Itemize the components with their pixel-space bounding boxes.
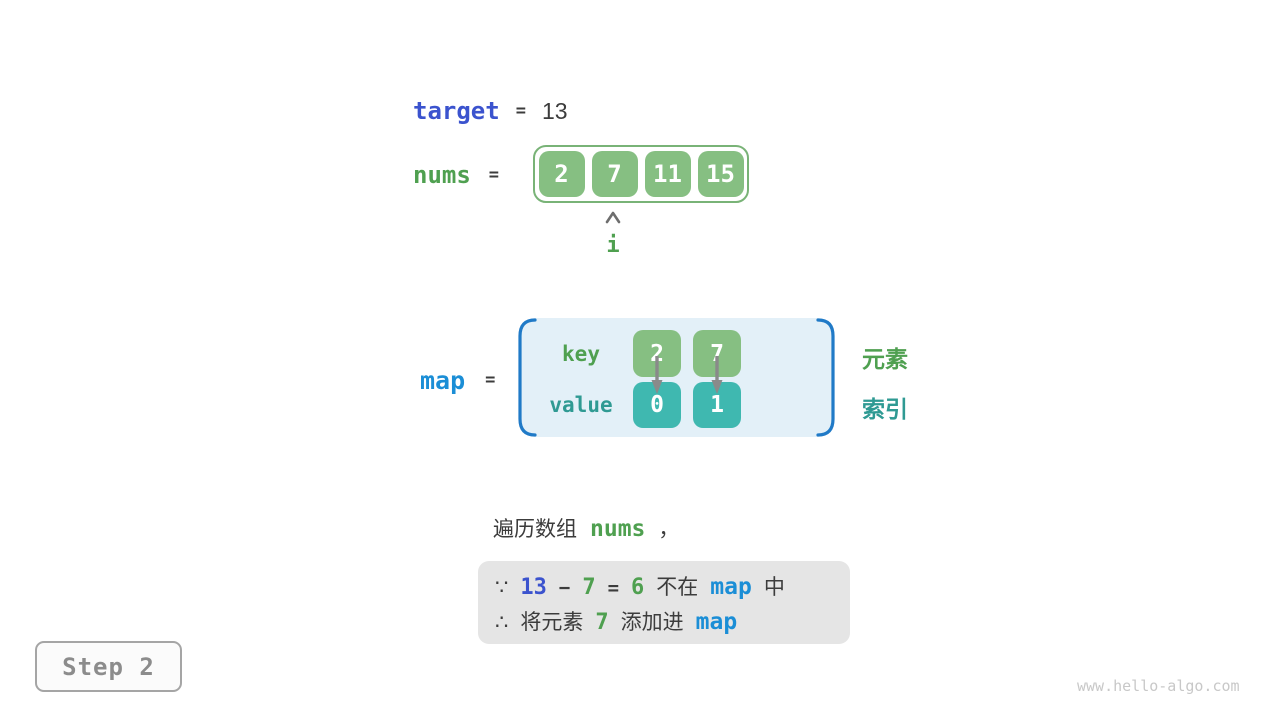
pointer-label: i [606, 233, 620, 258]
index-pointer: i [598, 211, 628, 258]
not-in-text: 不在 [656, 576, 699, 599]
target-row: target = 13 [413, 96, 568, 126]
arrow-down-icon [651, 356, 663, 394]
arrow-up-icon [605, 211, 621, 224]
note-line-1: ∵ 13 − 7 = 6 不在 map 中 [495, 571, 850, 602]
array-cell: 7 [591, 151, 638, 197]
because-symbol: ∵ [495, 576, 509, 599]
caption-comma: ， [658, 518, 680, 541]
element-side-label: 元素 [862, 346, 908, 372]
subtrahend: 7 [582, 575, 596, 600]
value-box: 0 [633, 382, 681, 428]
map-keyword: map [420, 365, 466, 395]
note-box: ∵ 13 − 7 = 6 不在 map 中 ∴ 将元素 7 添加进 map [478, 561, 850, 644]
key-row-label: key [562, 341, 600, 366]
watermark: www.hello-algo.com [1077, 677, 1240, 695]
minus-sign: − [558, 577, 571, 599]
equals-sign: = [607, 577, 620, 599]
index-side-label: 索引 [862, 396, 908, 422]
target-keyword: target [413, 97, 500, 125]
caption-nums-keyword: nums [590, 516, 646, 542]
array-cell: 11 [644, 151, 691, 197]
nums-keyword: nums [413, 161, 471, 189]
value-box: 1 [693, 382, 741, 428]
value-boxes-row: 0 1 [633, 382, 741, 428]
add-prefix-text: 将元素 [520, 611, 584, 634]
caption-text: 遍历数组 [493, 518, 577, 541]
step-badge: Step 2 [35, 641, 182, 692]
array-cell: 2 [538, 151, 585, 197]
in-suffix-text: 中 [763, 576, 785, 599]
step-label: Step 2 [62, 652, 155, 681]
element-value: 7 [595, 610, 609, 635]
right-bracket-icon [816, 318, 835, 437]
therefore-symbol: ∴ [495, 611, 509, 634]
value-row-label: value [549, 393, 613, 417]
minuend: 13 [520, 575, 547, 600]
equals-sign: = [515, 101, 526, 121]
note-line-2: ∴ 将元素 7 添加进 map [495, 606, 850, 637]
target-value: 13 [541, 97, 568, 124]
array-cell: 15 [697, 151, 744, 197]
map-label-row: map = [420, 365, 496, 395]
arrow-down-icon [711, 356, 723, 394]
equals-sign: = [485, 370, 496, 390]
hash-map-box: key value 2 7 0 1 [518, 318, 835, 437]
left-bracket-icon [518, 318, 537, 437]
equals-sign: = [488, 165, 500, 185]
nums-label-row: nums = [413, 161, 499, 189]
add-action-text: 添加进 [620, 611, 684, 634]
map-keyword: map [710, 574, 752, 600]
nums-array: 2 7 11 15 [533, 145, 749, 203]
caption-line: 遍历数组 nums ， [493, 513, 679, 543]
map-keyword: map [695, 609, 738, 635]
difference: 6 [631, 575, 645, 600]
